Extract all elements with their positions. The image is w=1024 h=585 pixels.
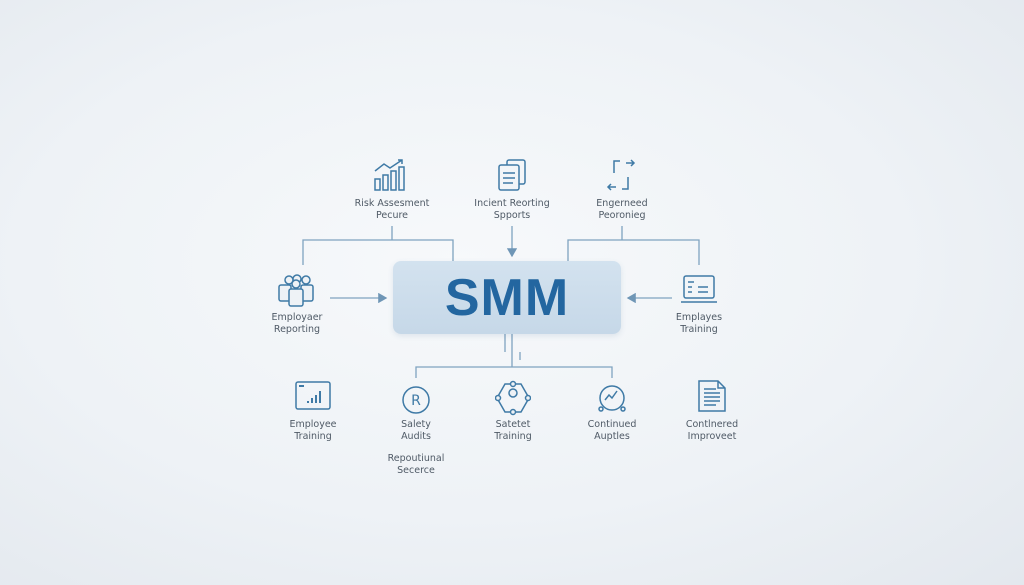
document-icon: [698, 380, 726, 412]
gauge-icon: [598, 385, 626, 412]
connector-risk: [302, 226, 454, 265]
laptop-icon: [681, 275, 717, 303]
smm-title: SMM: [444, 268, 570, 327]
cycle-arrows-icon: [606, 159, 636, 191]
people-group-icon: [278, 274, 314, 307]
bar-chart-trend-icon: [374, 159, 405, 191]
svg-text:R: R: [411, 393, 421, 409]
documents-icon: [498, 159, 526, 191]
registered-circle-icon: R: [402, 386, 430, 414]
connector-engineered: [567, 226, 700, 265]
network-cycle-icon: [495, 380, 531, 416]
connector-bottom: [415, 334, 613, 378]
smm-center-box: SMM: [393, 261, 621, 334]
chart-screen-icon: [295, 381, 331, 410]
